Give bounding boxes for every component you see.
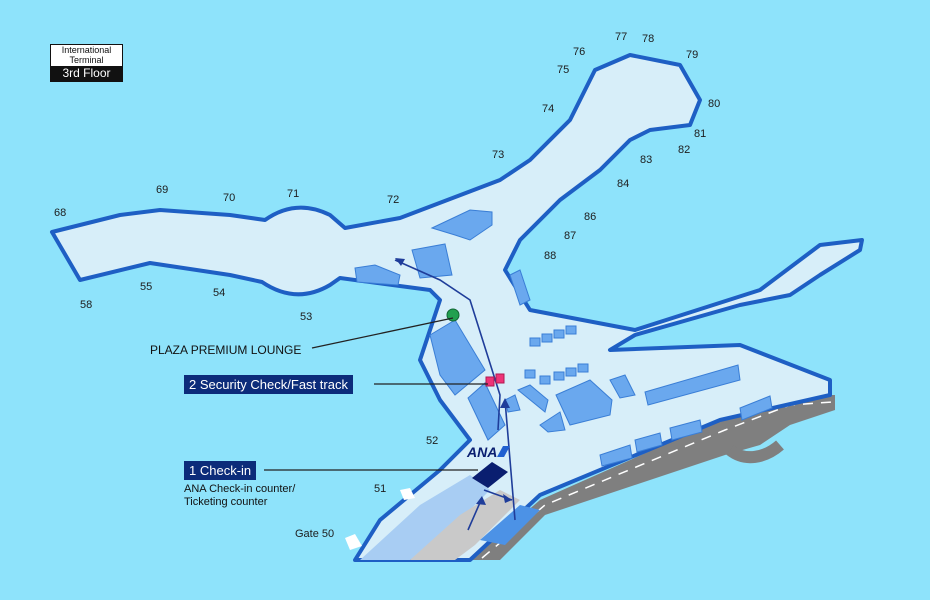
gate-68: 68	[54, 207, 66, 219]
gate-71: 71	[287, 188, 299, 200]
gate-79: 79	[686, 49, 698, 61]
gate-87: 87	[564, 230, 576, 242]
gate-88: 88	[544, 250, 556, 262]
gate-70: 70	[223, 192, 235, 204]
gate-86: 86	[584, 211, 596, 223]
terminal-name-line1: International	[61, 45, 112, 55]
gate-77: 77	[615, 31, 627, 43]
security-marker	[485, 376, 495, 387]
terminal-name-line2: Terminal	[69, 55, 104, 65]
gate-78: 78	[642, 33, 654, 45]
gate-52: 52	[426, 435, 438, 447]
gate-83: 83	[640, 154, 652, 166]
gate-50: Gate 50	[295, 528, 334, 540]
gate-53: 53	[300, 311, 312, 323]
callout-lines	[264, 317, 488, 471]
floor-label: 3rd Floor	[51, 66, 122, 81]
checkin-note-line2: Ticketing counter	[184, 496, 268, 508]
gate-73: 73	[492, 149, 504, 161]
gate-labels: 52 51 53 54 55 58 68 69 70 71 72 73 74 7…	[54, 31, 720, 540]
gate-80: 80	[708, 98, 720, 110]
security-callout: 2 Security Check/Fast track	[184, 375, 353, 394]
route-arrows	[395, 258, 512, 505]
floor-badge: International Terminal 3rd Floor	[50, 44, 123, 82]
checkin-note-line1: ANA Check-in counter/	[184, 483, 296, 495]
gate-58: 58	[80, 299, 92, 311]
checkin-hall	[345, 475, 540, 560]
gate-82: 82	[678, 144, 690, 156]
gate-55: 55	[140, 281, 152, 293]
gate-54: 54	[213, 287, 225, 299]
security-marker	[495, 373, 505, 384]
gate-74: 74	[542, 103, 554, 115]
gate-81: 81	[694, 128, 706, 140]
facilities	[354, 209, 773, 467]
gate-76: 76	[573, 46, 585, 58]
gate-72: 72	[387, 194, 399, 206]
gate-51: 51	[374, 483, 386, 495]
gate-69: 69	[156, 184, 168, 196]
ana-logo: ANA	[466, 444, 497, 460]
gate-84: 84	[617, 178, 629, 190]
lounge-callout: PLAZA PREMIUM LOUNGE	[150, 343, 302, 357]
ana-counter	[472, 462, 508, 488]
ana-logo-mark	[497, 446, 510, 457]
gate-75: 75	[557, 64, 569, 76]
checkin-callout: 1 Check-in	[184, 461, 257, 480]
